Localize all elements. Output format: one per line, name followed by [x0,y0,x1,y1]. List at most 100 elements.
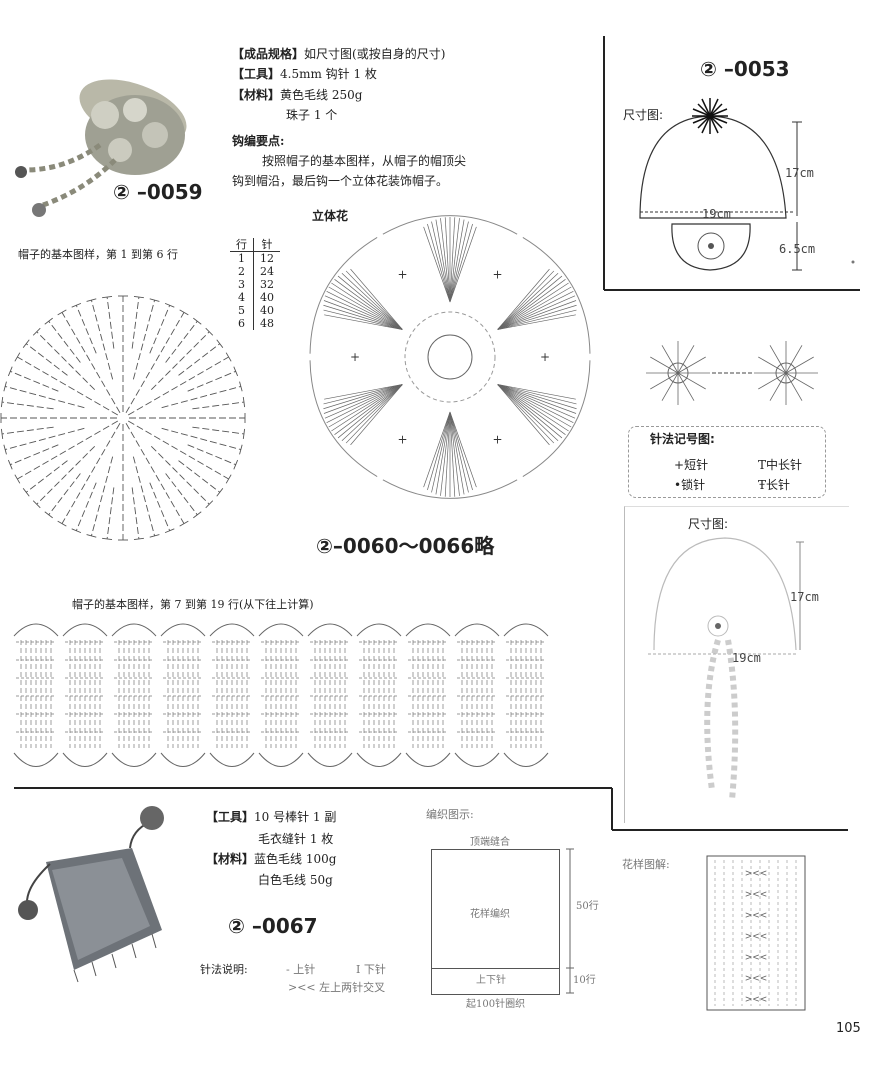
petal-stitch [323,304,403,330]
knit-diagram-box [431,849,560,995]
petal-stitch [449,217,456,303]
stitch-tick [0,428,4,439]
petal-stitch [497,384,550,446]
row-cell: 2 [230,265,254,278]
petal-stitch [497,268,550,330]
tool-1-0067: 10 号棒针 1 副 [254,810,337,824]
stitch-cell: 32 [260,278,274,291]
knit-dimension-lines [566,848,574,994]
mini-flower-stitch [769,372,787,401]
petal-stitch [497,384,563,439]
petal-stitch [449,411,465,495]
mini-flower-stitch [650,372,679,390]
band-fan-top [405,623,451,637]
legend-chain-label: 锁针 [681,478,706,492]
band-fan-top [160,623,206,637]
code-0060-0066: ②–0060～0066略 [316,534,495,558]
stitch-spoke [106,487,115,540]
petal-stitch [440,218,451,303]
mini-flower-stitch [661,345,679,374]
stitch-spoke [90,456,114,536]
petal-stitch [449,219,465,303]
stitch-tick [71,302,82,308]
material-line-0067: 【材料】蓝色毛线 100g [206,850,336,868]
petal-stitch [323,384,403,414]
cable-cross-mark: ><< [745,995,768,1005]
legend-long: Ŧ长针 [758,476,790,494]
stitch-label-0067: 针法说明: [200,963,248,976]
petal-stitch [497,279,566,330]
band-fan-top [503,623,549,637]
stitch-spoke [61,422,121,524]
petal-stitch [497,384,555,444]
mini-flower-stitch [785,372,803,401]
band-fan-top [209,623,255,637]
short-stitch-mark: + [492,268,502,282]
petal-stitch [497,384,574,424]
stitch-tick [179,309,189,316]
band-fan-bottom [209,752,255,767]
chain-dot-icon: • [674,478,682,492]
stitch-spoke [48,320,81,363]
stitch-spoke [149,482,171,531]
stitch-tick [149,298,160,302]
flower-title: 立体花 [312,209,349,223]
stitch-1-label: 上针 [293,963,316,976]
petal-stitch [431,411,451,493]
petal-stitch [497,304,577,330]
flower-ring [404,311,496,403]
stitch-spoke [192,401,245,410]
stitch-spoke [165,473,198,516]
mini-flower-stitch [758,372,787,390]
stitch-spoke [161,385,241,409]
size-label-2: 尺寸图: [688,517,729,531]
petal-stitch [431,221,451,303]
stitch-legend-box [628,426,826,498]
band-fan-bottom [405,752,451,767]
stitch-cell: 40 [260,304,274,317]
mini-flower-stitch [785,356,814,374]
petal-stitch [326,290,403,330]
stitch-tick [225,474,232,484]
stitch-spoke [125,312,185,414]
legend-chain: •锁针 [674,476,705,494]
stitch-tick [164,528,175,534]
band-fan-bottom [454,752,500,767]
stitch-1: - 上针 [286,963,316,976]
petal-edge [382,479,518,499]
mini-flower-stitch [769,345,787,374]
stitch-spoke [165,320,198,363]
petal-stitch [440,411,451,496]
stitch-spoke [131,487,140,540]
pattern-chart-frame [706,855,806,1011]
petal-stitch [497,384,576,419]
stitch-spoke [75,482,97,531]
stitch-spoke [127,356,229,416]
stitch-spoke [150,331,210,391]
petal-stitch [497,384,577,414]
width-2: 19cm [732,651,761,665]
material-label: 【材料】 [232,88,281,102]
stitch-tick [225,352,232,362]
material-1-0067: 蓝色毛线 100g [254,852,337,866]
tool-label: 【工具】 [232,67,281,81]
legend-half: T中长针 [758,456,802,474]
tool-label-0067: 【工具】 [206,810,255,824]
petal-stitch [497,384,576,400]
band-fan-top [307,623,353,637]
petal-stitch [497,282,569,330]
petal-stitch [427,223,451,303]
half-double-icon: T [758,458,767,472]
stitch-spoke [1,401,54,410]
short-stitch-mark: + [350,350,360,364]
spec-label: 【成品规格】 [232,47,305,61]
tool-line: 【工具】4.5mm 钩针 1 枚 [232,65,377,83]
stitch-spoke [36,331,96,391]
stitch-spoke [178,343,221,376]
flower-center [427,334,473,380]
spec-line: 【成品规格】如尺寸图(或按自身的尺寸) [232,45,445,63]
short-stitch-mark: + [397,268,407,282]
